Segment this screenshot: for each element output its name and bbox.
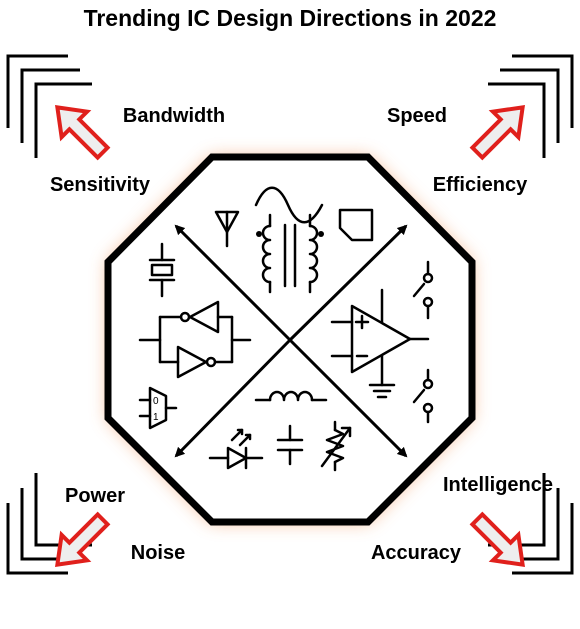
label-accuracy: Accuracy	[371, 542, 462, 564]
label-power: Power	[65, 485, 125, 507]
crystal-icon	[148, 242, 176, 298]
red-arrow-icon-bottom-left	[55, 511, 111, 567]
red-arrow-icon-top-left	[55, 105, 111, 161]
red-arrow-icon-bottom-right	[469, 511, 525, 567]
label-speed: Speed	[387, 105, 447, 127]
ground-icon	[368, 383, 396, 399]
variable-resistor-icon	[320, 420, 352, 472]
diagonal-arrows	[174, 224, 408, 458]
photodiode-icon	[208, 428, 264, 470]
mux-input-1-label: 1	[153, 412, 159, 423]
mux-input-0-label: 0	[153, 396, 159, 407]
label-bandwidth: Bandwidth	[123, 105, 225, 127]
label-noise: Noise	[131, 542, 185, 564]
switch-icon	[412, 260, 434, 424]
page-title: Trending IC Design Directions in 2022	[84, 5, 497, 31]
label-sensitivity: Sensitivity	[50, 174, 151, 196]
pentagon-port-icon	[338, 208, 374, 242]
label-efficiency: Efficiency	[433, 174, 528, 196]
sine-wave-icon	[254, 186, 324, 224]
latch-inverters-icon	[138, 300, 252, 379]
inductor-icon	[254, 390, 328, 402]
label-intelligence: Intelligence	[443, 474, 553, 496]
capacitor-icon	[276, 424, 304, 466]
antenna-icon	[214, 210, 240, 248]
corner-bracket-top-left	[6, 54, 92, 158]
red-arrow-icon-top-right	[469, 105, 525, 161]
transformer-icon	[256, 213, 324, 294]
op-amp-icon	[330, 288, 430, 387]
mux-icon: 0 1	[138, 386, 178, 430]
corner-bracket-top-right	[488, 54, 574, 158]
